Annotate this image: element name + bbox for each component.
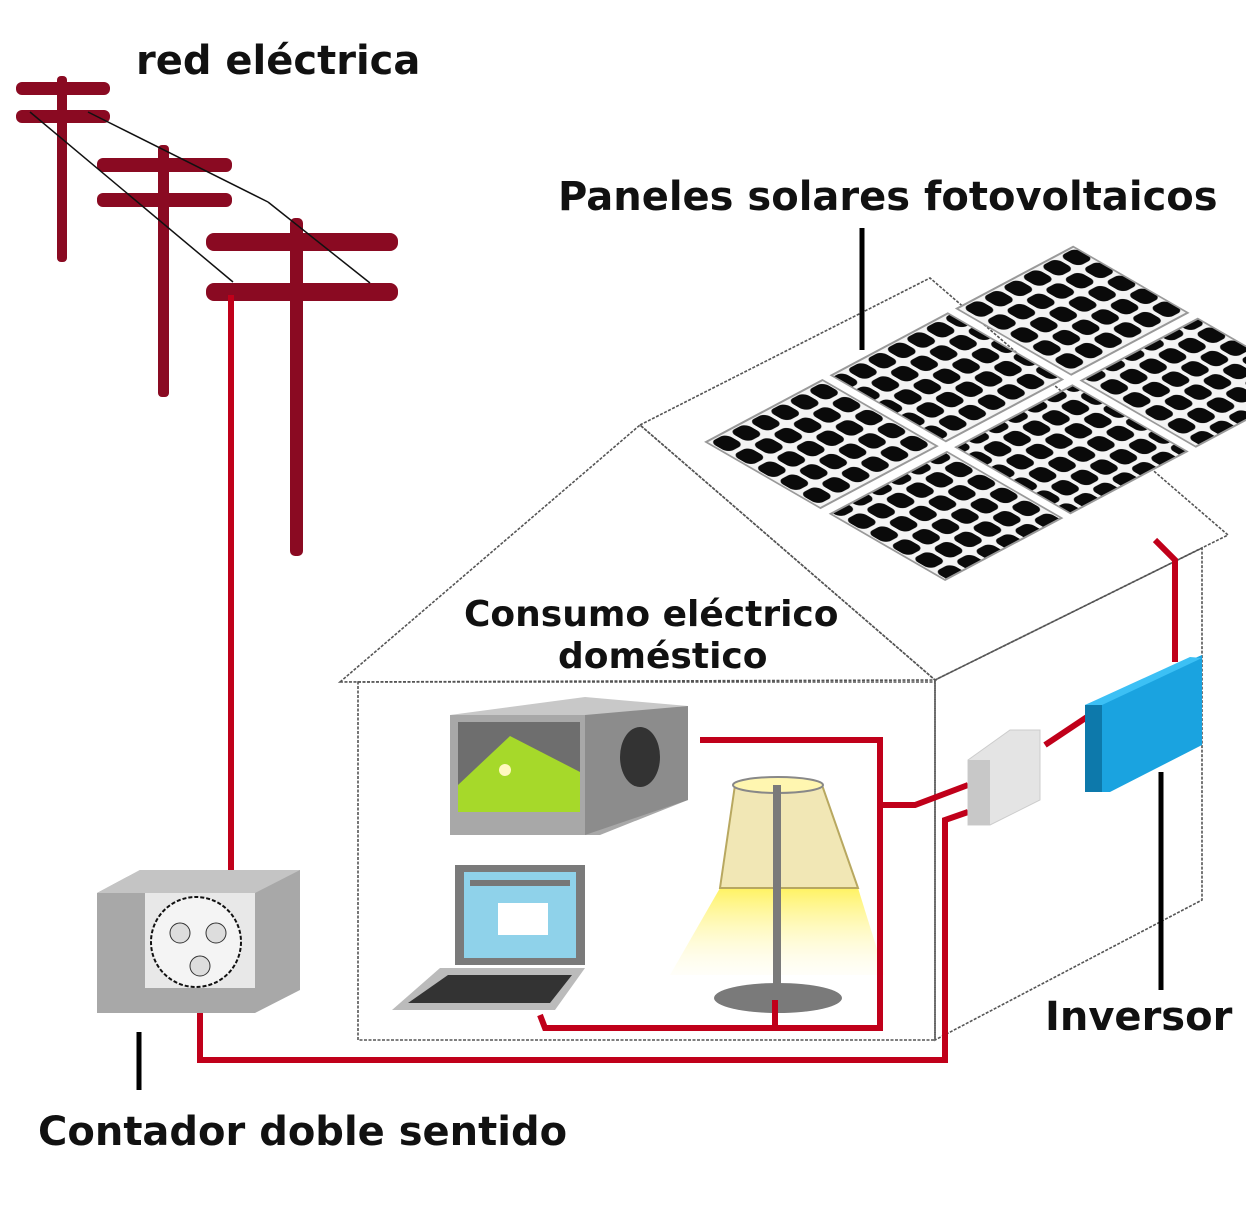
consumption-label-line1: Consumo eléctrico <box>464 594 839 635</box>
wire-junction-to-inverter <box>1043 712 1092 748</box>
tv-icon <box>450 697 688 835</box>
inverter-label: Inversor <box>1045 994 1233 1040</box>
solar-panel <box>954 384 1189 515</box>
solar-panel <box>704 378 939 510</box>
power-grid <box>16 76 398 556</box>
power-pole <box>97 145 232 397</box>
power-line <box>267 201 371 284</box>
wire-house-to-junction <box>880 782 970 808</box>
wire-household-loop <box>537 737 883 1031</box>
laptop-icon <box>392 865 585 1010</box>
solar-panel <box>1079 317 1246 448</box>
power-pole <box>206 218 398 556</box>
house <box>337 277 1230 1042</box>
power-pole <box>16 76 110 262</box>
wiring <box>197 295 1178 1063</box>
solar-label: Paneles solares fotovoltaicos <box>558 174 1218 220</box>
solar-panel <box>828 450 1064 582</box>
meter-label: Contador doble sentido <box>38 1109 567 1155</box>
power-line <box>87 111 269 203</box>
wire-panels-to-inverter <box>1152 537 1178 662</box>
solar-panel <box>954 245 1190 376</box>
solar-panel <box>829 312 1065 443</box>
solar-array <box>704 245 1246 582</box>
wire-meter-to-junction <box>197 809 969 1063</box>
inverter-icon <box>1085 655 1202 792</box>
lamp-icon <box>670 776 885 1013</box>
power-line <box>29 111 234 283</box>
grid-label: red eléctrica <box>136 38 420 84</box>
meter-icon <box>97 870 300 1013</box>
junction-box <box>967 729 1041 826</box>
consumption-label-line2: doméstico <box>558 636 767 677</box>
